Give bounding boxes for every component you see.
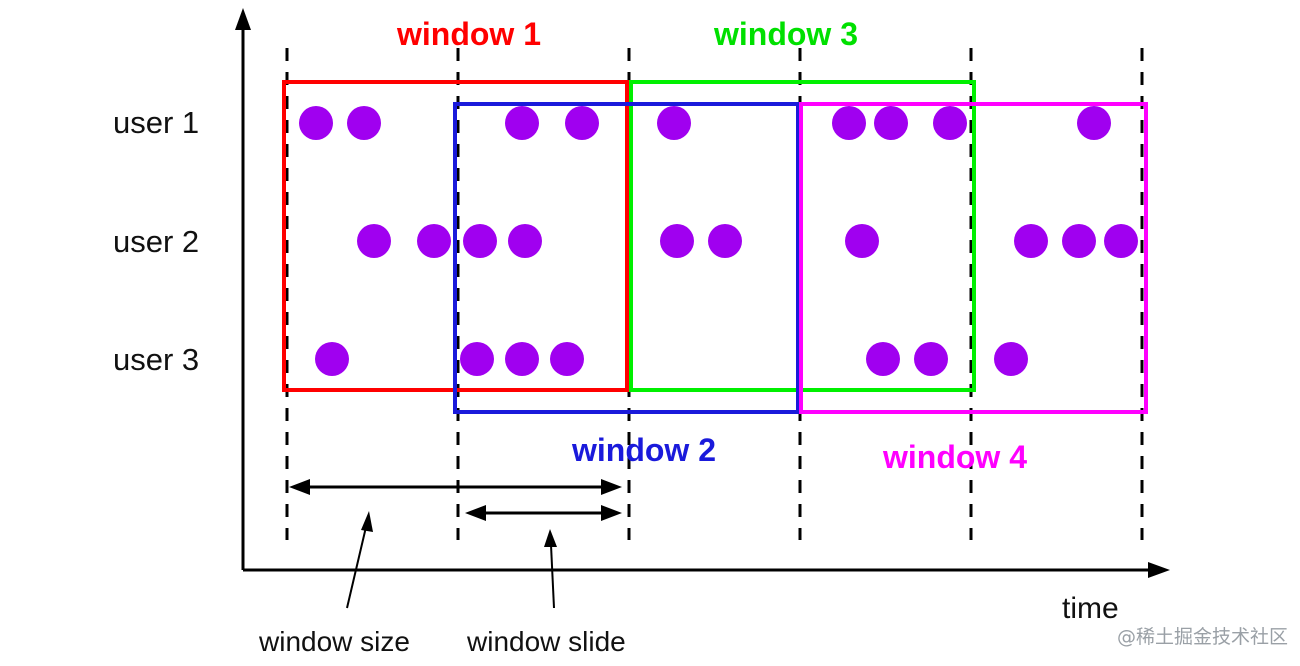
event-dot-user-2 xyxy=(1014,224,1048,258)
event-dot-user-3 xyxy=(914,342,948,376)
events xyxy=(299,106,1138,376)
window-1-label: window 1 xyxy=(396,16,541,52)
window-slide-pointer xyxy=(550,544,555,609)
window-slide-arrowhead-right xyxy=(601,505,622,521)
event-dot-user-2 xyxy=(660,224,694,258)
event-dot-user-3 xyxy=(550,342,584,376)
axes xyxy=(235,8,1170,578)
row-label-user-1: user 1 xyxy=(113,105,199,140)
size-slide-arrows xyxy=(289,479,622,609)
event-dot-user-2 xyxy=(1062,224,1096,258)
window-size-arrowhead-right xyxy=(601,479,622,495)
event-dot-user-2 xyxy=(845,224,879,258)
event-dot-user-2 xyxy=(1104,224,1138,258)
event-dot-user-1 xyxy=(1077,106,1111,140)
watermark-text: @稀土掘金技术社区 xyxy=(1117,626,1288,648)
event-dot-user-2 xyxy=(357,224,391,258)
event-dot-user-1 xyxy=(874,106,908,140)
event-dot-user-3 xyxy=(866,342,900,376)
window-size-arrowhead-left xyxy=(289,479,310,495)
row-label-user-3: user 3 xyxy=(113,342,199,377)
event-dot-user-1 xyxy=(565,106,599,140)
windows xyxy=(282,80,1148,414)
window-slide-pointer-head xyxy=(544,529,557,547)
event-dot-user-2 xyxy=(508,224,542,258)
window-size-pointer-head xyxy=(361,511,373,532)
event-dot-user-3 xyxy=(460,342,494,376)
window-2-label: window 2 xyxy=(571,432,716,468)
event-dot-user-2 xyxy=(708,224,742,258)
window-4-label: window 4 xyxy=(882,439,1027,475)
event-dot-user-1 xyxy=(832,106,866,140)
event-dot-user-2 xyxy=(417,224,451,258)
event-dot-user-2 xyxy=(463,224,497,258)
event-dot-user-1 xyxy=(347,106,381,140)
event-dot-user-1 xyxy=(657,106,691,140)
window-2-box xyxy=(453,102,800,414)
time-axis-label: time xyxy=(1062,592,1119,625)
event-dot-user-1 xyxy=(933,106,967,140)
window-3-label: window 3 xyxy=(713,16,858,52)
event-dot-user-3 xyxy=(505,342,539,376)
window-slide-arrowhead-left xyxy=(465,505,486,521)
window-size-label: window size xyxy=(258,626,410,657)
event-dot-user-1 xyxy=(505,106,539,140)
event-dot-user-3 xyxy=(994,342,1028,376)
event-dot-user-1 xyxy=(299,106,333,140)
row-label-user-2: user 2 xyxy=(113,224,199,259)
window-4-box xyxy=(799,102,1148,414)
y-axis-arrowhead xyxy=(235,8,251,30)
window-slide-label: window slide xyxy=(466,626,626,657)
x-axis-arrowhead xyxy=(1148,562,1170,578)
window-size-pointer xyxy=(346,526,367,609)
event-dot-user-3 xyxy=(315,342,349,376)
